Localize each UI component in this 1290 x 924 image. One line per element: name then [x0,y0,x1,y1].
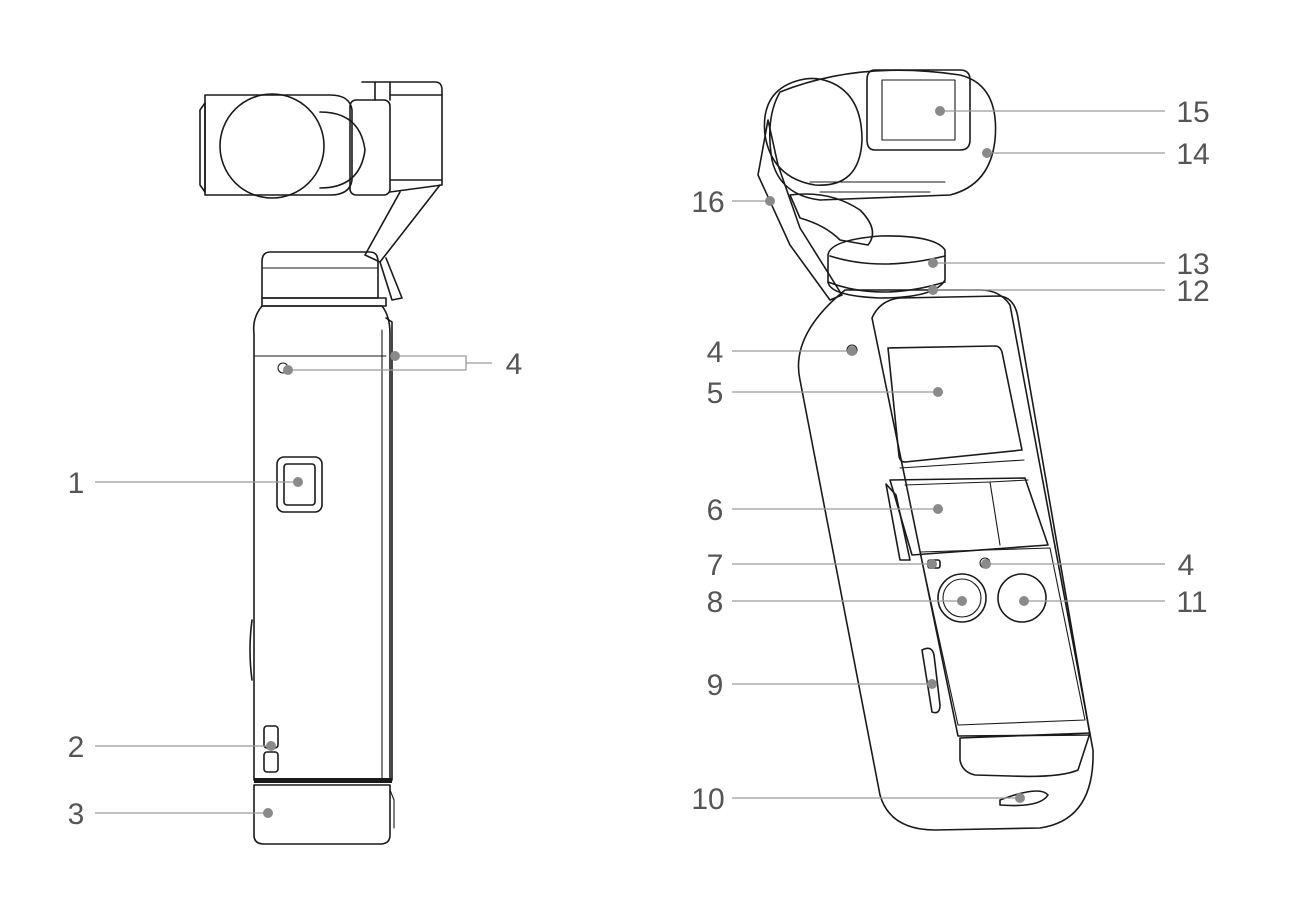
callout-14-label: 14 [1176,138,1209,171]
right-body [797,289,1094,831]
callout-7: 7 [707,549,937,582]
callout-6: 6 [707,494,943,527]
callout-4-right-lower: 4 [981,549,1194,582]
callout-6-label: 6 [707,494,724,527]
right-device-front-view [757,69,1094,831]
callout-10-label: 10 [691,783,724,816]
callout-12: 12 [928,275,1210,308]
right-gimbal-arm [757,119,874,301]
right-camera-head [763,69,997,201]
callout-11: 11 [1019,586,1208,619]
callout-1-label: 1 [68,467,85,500]
callout-8-label: 8 [707,586,724,619]
callout-5: 5 [707,377,943,410]
left-device-side-view [199,81,443,845]
callout-4-left-label: 4 [506,348,523,381]
callout-15: 15 [935,96,1210,129]
callout-9-label: 9 [707,669,724,702]
callout-9: 9 [707,669,937,702]
callout-7-label: 7 [707,549,724,582]
callout-16-label: 16 [691,186,724,219]
left-gimbal-arm [364,184,441,301]
right-motor-ring [827,235,946,299]
callout-1: 1 [68,467,303,500]
callout-8: 8 [707,586,967,619]
callout-5-label: 5 [707,377,724,410]
callout-13: 13 [928,248,1210,281]
callout-4-lower-label: 4 [1178,549,1195,582]
callout-2: 2 [68,731,276,764]
callout-2-label: 2 [68,731,85,764]
callout-16: 16 [691,186,775,219]
callout-3-label: 3 [68,798,85,831]
left-body [249,305,395,845]
callout-10: 10 [691,783,1025,816]
callout-3: 3 [68,798,273,831]
callout-12-label: 12 [1176,275,1209,308]
callout-layer: 1 2 3 4 4 5 [68,96,1210,831]
callout-15-label: 15 [1176,96,1209,129]
left-camera-head [199,81,443,199]
callout-4-right-upper: 4 [707,336,857,369]
callout-11-label: 11 [1176,586,1207,619]
callout-4-upper-label: 4 [707,336,724,369]
callout-4-left: 4 [283,348,522,381]
callout-14: 14 [982,138,1210,171]
left-motor-base [261,251,387,307]
callout-13-label: 13 [1176,248,1209,281]
